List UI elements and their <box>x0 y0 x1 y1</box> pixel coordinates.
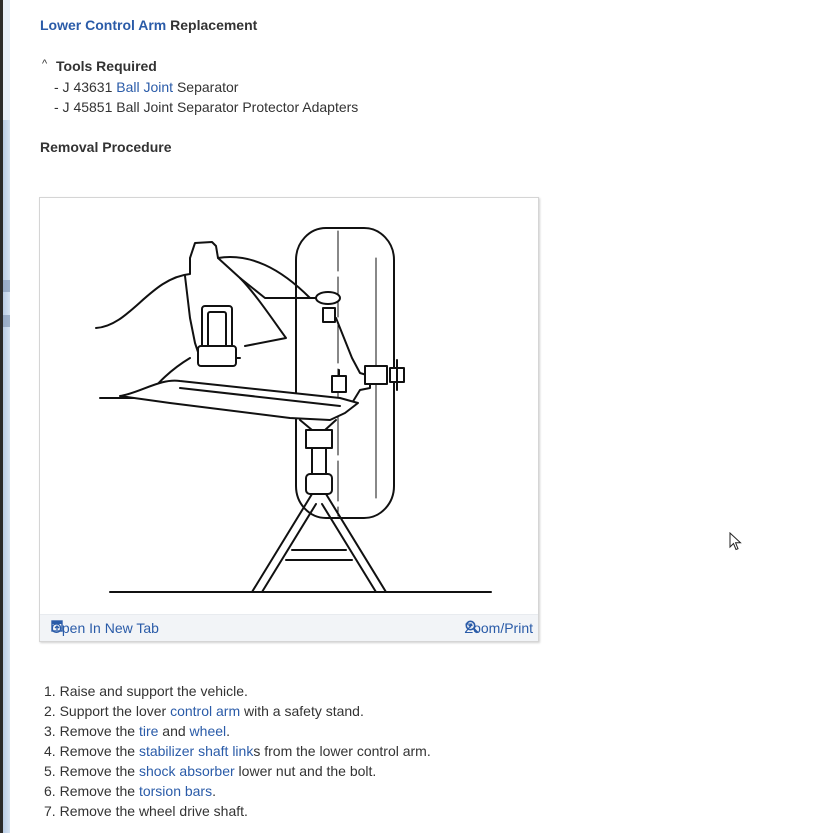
collapse-caret-icon[interactable]: ^ <box>42 58 48 70</box>
link-wheel[interactable]: wheel <box>189 723 227 739</box>
step-text: and <box>158 723 190 739</box>
step-text: . <box>226 723 231 739</box>
step-text: Remove the <box>59 723 139 739</box>
step-item: 6. Remove the torsion bars. <box>44 783 431 803</box>
removal-steps-list: 1. Raise and support the vehicle. 2. Sup… <box>44 683 431 823</box>
open-new-tab-icon <box>51 620 63 632</box>
step-text: lower nut and the bolt. <box>234 763 377 779</box>
zoom-in-icon <box>465 620 478 634</box>
lower-control-arm-diagram[interactable] <box>40 198 538 614</box>
step-text: Remove the <box>59 763 139 779</box>
step-item: 2. Support the lover control arm with a … <box>44 703 431 723</box>
removal-procedure-heading: Removal Procedure <box>40 139 172 155</box>
link-tire[interactable]: tire <box>138 723 159 739</box>
zoom-print-link[interactable]: Zoom/Print <box>465 620 533 636</box>
step-item: 5. Remove the shock absorber lower nut a… <box>44 763 431 783</box>
link-torsion-bars[interactable]: torsion bars <box>138 783 213 799</box>
step-item: 3. Remove the tire and wheel. <box>44 723 431 743</box>
step-text: Remove the <box>59 783 139 799</box>
side-strip-top <box>3 0 10 120</box>
open-in-new-tab-label: Open In New Tab <box>51 620 159 636</box>
link-stabilizer-shaft-link[interactable]: stabilizer shaft link <box>138 743 254 759</box>
figure-footer: Open In New Tab Zoom/Print <box>40 614 538 641</box>
link-control-arm[interactable]: control arm <box>170 703 241 719</box>
step-text: with a safety stand. <box>240 703 364 719</box>
tool-item-text: - J 43631 <box>54 79 117 95</box>
step-number: 4. <box>44 743 60 759</box>
tool-item-text: - J 45851 Ball Joint Separator Protector… <box>54 99 359 115</box>
step-number: 6. <box>44 783 60 799</box>
mouse-cursor-icon <box>729 532 742 551</box>
step-item: 1. Raise and support the vehicle. <box>44 683 431 703</box>
step-number: 1. <box>44 683 60 699</box>
title-link[interactable]: Lower Control Arm <box>40 17 167 33</box>
page-title: Lower Control Arm Replacement <box>40 17 257 33</box>
zoom-print-label: Zoom/Print <box>464 620 533 636</box>
side-scrollbar-track[interactable] <box>3 0 10 833</box>
figure-container: Open In New Tab Zoom/Print <box>39 197 539 642</box>
step-number: 3. <box>44 723 60 739</box>
step-text: Remove the wheel drive shaft. <box>59 803 248 819</box>
step-item: 7. Remove the wheel drive shaft. <box>44 803 431 823</box>
step-text: Support the lover <box>59 703 171 719</box>
step-text: . <box>212 783 216 799</box>
tools-required-toggle[interactable]: ^ Tools Required <box>42 58 157 74</box>
window-edge <box>0 0 3 833</box>
tool-link-ball-joint[interactable]: Ball Joint <box>116 79 174 95</box>
tool-item-text: Separator <box>173 79 239 95</box>
step-text: Remove the <box>59 743 139 759</box>
tool-item: - J 45851 Ball Joint Separator Protector… <box>54 99 358 115</box>
tool-item: - J 43631 Ball Joint Separator <box>54 79 238 95</box>
side-strip-mark <box>3 315 10 327</box>
open-in-new-tab-link[interactable]: Open In New Tab <box>51 620 159 636</box>
tools-required-heading: Tools Required <box>56 58 157 74</box>
step-text: s from the lower control arm. <box>253 743 431 759</box>
side-strip-mark <box>3 280 10 292</box>
step-number: 5. <box>44 763 60 779</box>
step-number: 7. <box>44 803 60 819</box>
link-shock-absorber[interactable]: shock absorber <box>138 763 235 779</box>
step-item: 4. Remove the stabilizer shaft links fro… <box>44 743 431 763</box>
step-number: 2. <box>44 703 60 719</box>
title-text: Replacement <box>166 17 258 33</box>
step-text: Raise and support the vehicle. <box>59 683 248 699</box>
